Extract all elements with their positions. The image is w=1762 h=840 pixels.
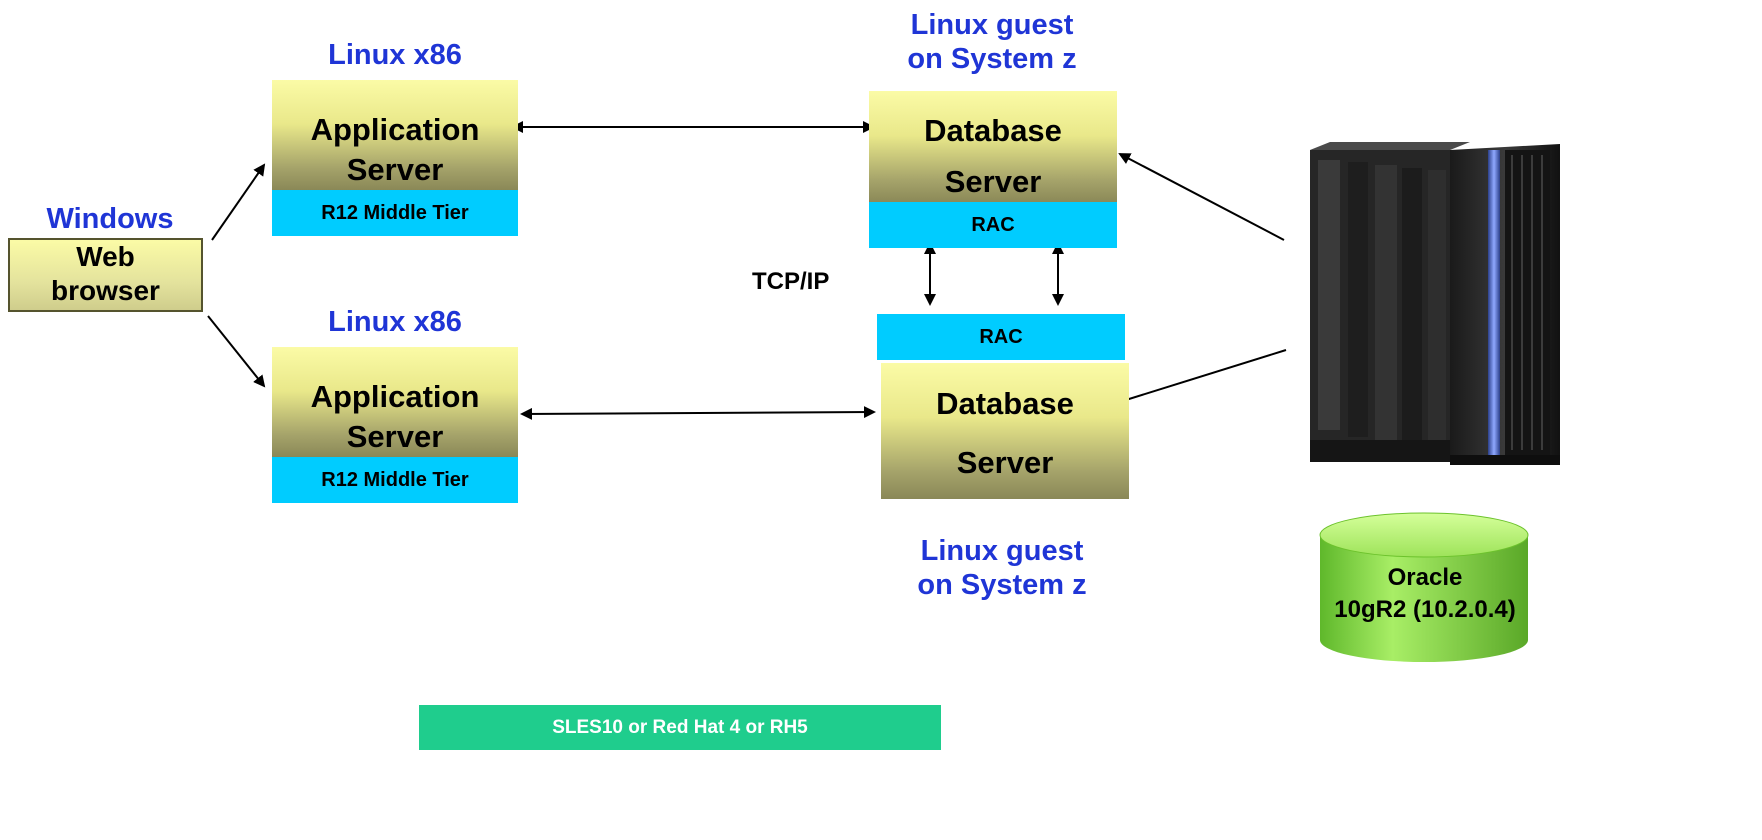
system-z-mainframe-image [1310,142,1560,465]
db-bottom-platform-label: Linux guest on System z [878,534,1126,602]
app-bottom-tier-label: R12 Middle Tier [272,457,518,503]
browser-line-1: Web [76,241,135,272]
arrow-mainframe-to-db-top [1118,153,1285,241]
db-top-platform-line-2: on System z [907,43,1077,75]
app-top-tier-label: R12 Middle Tier [272,190,518,236]
db-top-line-2: Server [944,164,1042,199]
oracle-database-label: Oracle 10gR2 (10.2.0.4) [1300,562,1550,626]
arrow-browser-to-app-top [211,163,266,241]
app-bottom-line-2: Server [346,419,444,454]
app-bottom-line-1: Application [310,379,480,414]
app-server-top: Application Server [272,80,518,190]
os-support-bar: SLES10 or Red Hat 4 or RH5 [419,705,941,750]
oracle-line-1: Oracle [1387,564,1463,591]
app-top-platform-label: Linux x86 [328,39,462,71]
arrow-app-bottom-db-bottom [520,406,876,420]
app-top-line-1: Application [310,112,480,147]
db-server-bottom: Database Server [881,363,1129,499]
db-bottom-line-2: Server [956,445,1054,480]
app-bottom-platform-label: Linux x86 [328,306,462,338]
app-top-line-2: Server [346,152,444,187]
tcp-ip-label: TCP/IP [752,268,830,295]
db-top-line-1: Database [924,113,1062,148]
db-bottom-rac-label: RAC [877,314,1125,360]
oracle-database-cylinder [1319,512,1529,662]
browser-line-2: browser [51,275,160,306]
db-bottom-line-1: Database [936,386,1074,421]
web-browser-box: Web browser [8,238,203,312]
db-bottom-platform-line-1: Linux guest [920,535,1084,567]
arrow-browser-to-app-bottom [207,315,266,388]
db-top-platform-line-1: Linux guest [910,9,1074,41]
app-server-bottom: Application Server [272,347,518,457]
db-bottom-platform-line-2: on System z [917,569,1087,601]
db-server-top: Database Server [869,91,1117,203]
windows-platform-label: Windows [46,203,174,235]
db-top-rac-label: RAC [869,202,1117,248]
arrow-mainframe-to-db-bottom [1111,349,1287,407]
oracle-line-2: 10gR2 (10.2.0.4) [1334,596,1516,623]
db-top-platform-label: Linux guest on System z [868,8,1116,76]
